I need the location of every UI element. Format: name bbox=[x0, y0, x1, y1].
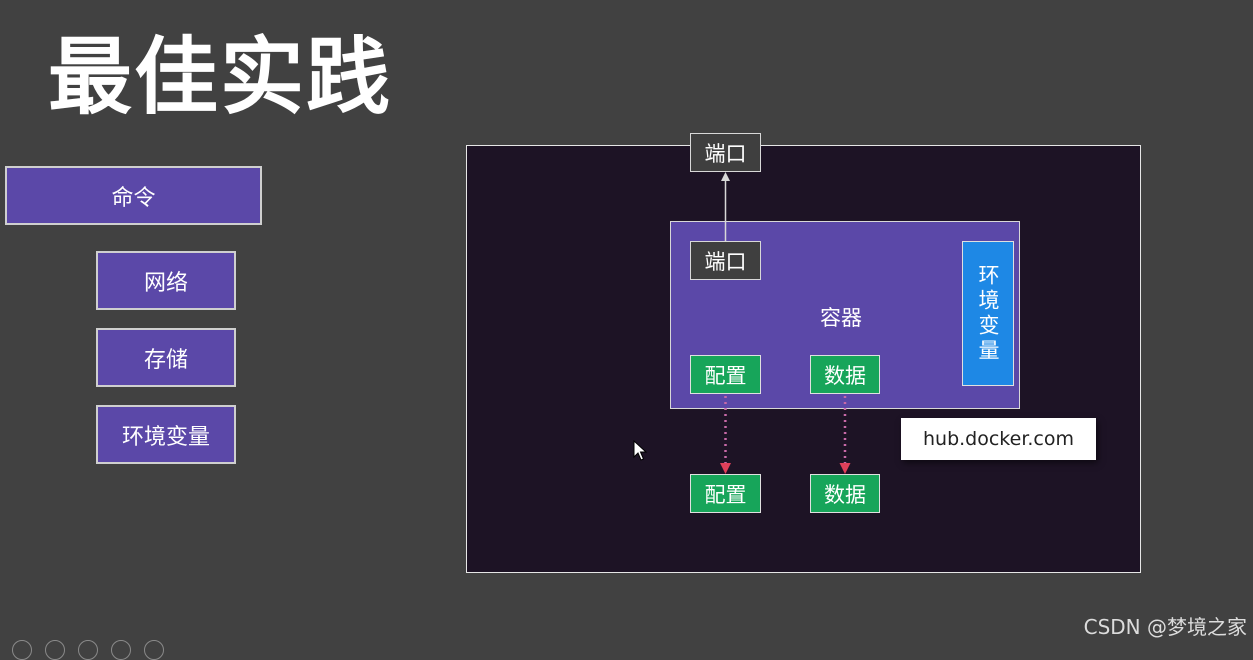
config-outer-box: 配置 bbox=[690, 474, 761, 513]
nav-command-button[interactable]: 命令 bbox=[5, 166, 262, 225]
mouse-cursor-icon bbox=[633, 440, 648, 461]
nav-network-label: 网络 bbox=[143, 270, 188, 296]
nav-env-label: 环境变量 bbox=[121, 424, 210, 450]
control-dot-icon[interactable] bbox=[144, 640, 164, 660]
data-inner-label: 数据 bbox=[824, 363, 866, 388]
config-inner-label: 配置 bbox=[704, 363, 747, 388]
control-dot-icon[interactable] bbox=[12, 640, 32, 660]
host-port-label: 端口 bbox=[704, 141, 747, 166]
config-outer-label: 配置 bbox=[704, 482, 747, 507]
container-label: 容器 bbox=[820, 306, 862, 330]
control-dot-icon[interactable] bbox=[111, 640, 131, 660]
config-inner-box: 配置 bbox=[690, 355, 761, 394]
nav-env-button[interactable]: 环境变量 bbox=[96, 405, 236, 464]
env-variable-label: 环境变量 bbox=[976, 263, 1000, 364]
data-outer-box: 数据 bbox=[810, 474, 880, 513]
data-inner-box: 数据 bbox=[810, 355, 880, 394]
page-title: 最佳实践 bbox=[48, 28, 393, 126]
container-port-label: 端口 bbox=[704, 249, 747, 274]
docker-hub-label: hub.docker.com bbox=[901, 418, 1096, 460]
nav-storage-label: 存储 bbox=[143, 347, 188, 373]
watermark: CSDN @梦境之家 bbox=[1083, 615, 1247, 639]
slide-controls bbox=[12, 640, 164, 660]
nav-storage-button[interactable]: 存储 bbox=[96, 328, 236, 387]
nav-command-label: 命令 bbox=[111, 185, 156, 211]
control-dot-icon[interactable] bbox=[78, 640, 98, 660]
container-port-box: 端口 bbox=[690, 241, 761, 280]
env-variable-box: 环境变量 bbox=[962, 241, 1014, 386]
nav-network-button[interactable]: 网络 bbox=[96, 251, 236, 310]
docker-hub-text: hub.docker.com bbox=[922, 428, 1075, 450]
host-port-box: 端口 bbox=[690, 133, 761, 172]
data-outer-label: 数据 bbox=[824, 482, 866, 507]
control-dot-icon[interactable] bbox=[45, 640, 65, 660]
